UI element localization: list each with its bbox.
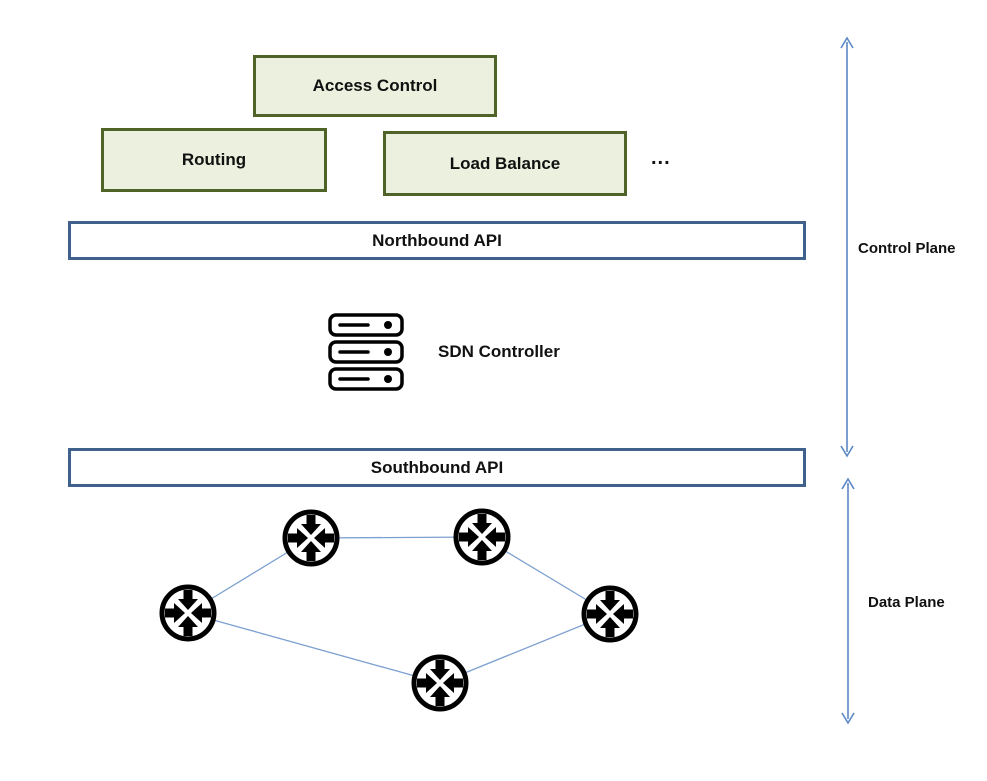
control-plane-arrow [840, 36, 854, 458]
southbound-api-label: Southbound API [370, 457, 504, 477]
northbound-api-label: Northbound API [372, 230, 502, 250]
topology-link [439, 613, 611, 684]
access-control-label: Access Control [312, 76, 438, 95]
router-icon [453, 508, 511, 566]
load-balance-box: Load Balance [383, 131, 627, 196]
router-icon [581, 585, 639, 643]
data-plane-arrow [841, 477, 855, 725]
router-icon [282, 509, 340, 567]
access-control-box: Access Control [253, 55, 497, 117]
topology-link [310, 536, 483, 539]
sdn-controller-label: SDN Controller [438, 342, 560, 361]
server-stack-icon [328, 313, 404, 391]
load-balance-label: Load Balance [449, 153, 561, 173]
sdn-controller: SDN Controller [328, 313, 560, 391]
topology-link [187, 612, 441, 684]
router-icon [159, 584, 217, 642]
control-plane-label: Control Plane [858, 240, 956, 257]
data-plane-label: Data Plane [868, 594, 945, 611]
southbound-api-bar: Southbound API [68, 448, 806, 487]
northbound-api-bar: Northbound API [68, 221, 806, 260]
routing-label: Routing [181, 150, 247, 169]
router-icon [411, 654, 469, 712]
more-apps-ellipsis: ... [651, 147, 671, 169]
routing-box: Routing [101, 128, 327, 192]
